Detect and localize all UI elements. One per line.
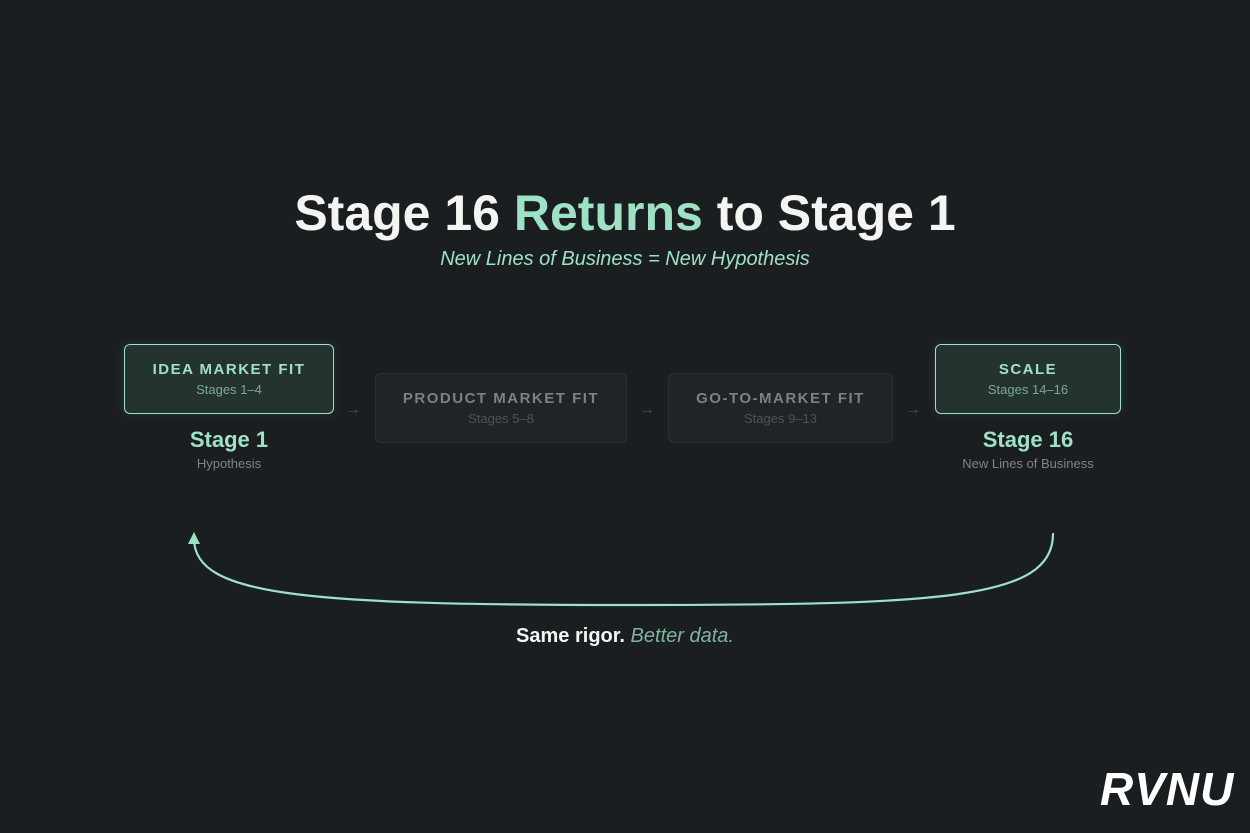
title-part-1: Stage 16 xyxy=(294,185,514,241)
end-stage-description: New Lines of Business xyxy=(962,456,1094,471)
stage-box-title: PRODUCT MARKET FIT xyxy=(402,390,600,407)
stage-box-go-to-market-fit: GO-TO-MARKET FIT Stages 9–13 xyxy=(668,373,893,443)
stage-box-range: Stages 5–8 xyxy=(468,411,534,426)
return-loop-curve xyxy=(192,532,1055,607)
stage-box-title: SCALE xyxy=(998,361,1058,378)
tagline-soft: Better data. xyxy=(630,625,734,647)
page-title: Stage 16 Returns to Stage 1 xyxy=(0,183,1250,243)
stage-box-scale: SCALE Stages 14–16 xyxy=(935,344,1121,414)
flow-arrow-icon: → xyxy=(639,401,655,418)
brand-logo: RVNU xyxy=(1100,763,1235,815)
flow-arrow-icon: → xyxy=(345,401,361,418)
tagline: Same rigor. Better data. xyxy=(0,624,1250,648)
stage-box-title: IDEA MARKET FIT xyxy=(152,361,306,378)
tagline-strong: Same rigor. xyxy=(516,625,625,647)
end-stage-label: Stage 16 xyxy=(982,427,1074,452)
start-stage-label: Stage 1 xyxy=(189,427,269,452)
start-stage-description: Hypothesis xyxy=(196,456,262,471)
stage-box-title: GO-TO-MARKET FIT xyxy=(696,390,865,407)
page-subtitle: New Lines of Business = New Hypothesis xyxy=(440,248,810,270)
title-part-2: to Stage 1 xyxy=(702,185,956,241)
stage-box-range: Stages 14–16 xyxy=(987,382,1069,397)
stage-box-range: Stages 1–4 xyxy=(196,382,262,397)
flow-arrow-icon: → xyxy=(905,401,921,418)
stage-box-product-market-fit: PRODUCT MARKET FIT Stages 5–8 xyxy=(375,373,627,443)
stage-box-range: Stages 9–13 xyxy=(743,411,817,426)
title-accent: Returns xyxy=(513,185,703,241)
arrowhead-icon xyxy=(188,532,200,544)
stage-box-idea-market-fit: IDEA MARKET FIT Stages 1–4 xyxy=(124,344,334,414)
